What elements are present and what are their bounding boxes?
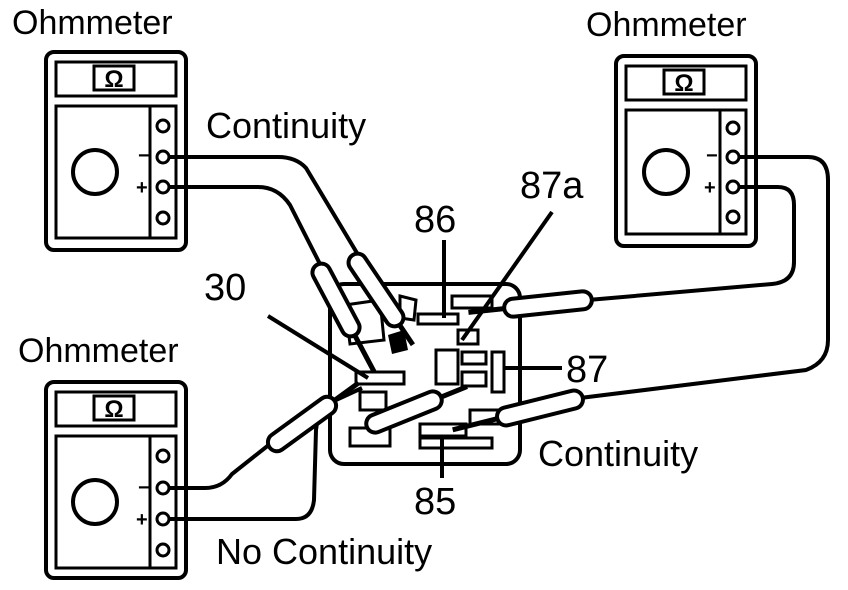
dial-icon — [71, 148, 119, 196]
plus-label: + — [136, 509, 148, 531]
lead-wire — [169, 442, 272, 490]
negative-jack-icon — [725, 149, 741, 165]
minus-label: − — [138, 145, 150, 167]
terminal-30-label: 30 — [204, 267, 246, 309]
probe-icon — [364, 389, 444, 435]
jack-icon — [725, 120, 741, 136]
jack-icon — [155, 118, 171, 134]
plus-label: + — [136, 177, 148, 199]
ohm-symbol-icon: Ω — [674, 70, 693, 97]
jack-icon — [155, 210, 171, 226]
ohmmeter-top-right: Ohmmeter Ω − + — [586, 6, 758, 248]
ohmmeter-title: Ohmmeter — [12, 4, 173, 42]
ohm-symbol-icon: Ω — [104, 66, 123, 93]
positive-jack-icon — [155, 511, 171, 527]
jack-icon — [725, 209, 741, 225]
lead-wire — [587, 185, 796, 302]
plus-label: + — [704, 177, 716, 199]
terminal-86 — [416, 312, 460, 326]
callout-lines — [266, 210, 562, 478]
jack-icon — [155, 448, 171, 464]
continuity-label-right: Continuity — [538, 433, 698, 474]
lead-wire — [169, 155, 362, 260]
leader-87a — [460, 210, 554, 342]
positive-jack-icon — [725, 179, 741, 195]
ohmmeter-top-left: Ohmmeter Ω − + — [12, 4, 188, 252]
lead-wire — [169, 185, 324, 269]
negative-jack-icon — [155, 480, 171, 496]
jack-icon — [155, 542, 171, 558]
probes — [265, 251, 594, 454]
lead-wire — [579, 155, 830, 400]
terminal-86-label: 86 — [414, 199, 456, 241]
minus-label: − — [138, 477, 150, 499]
ohm-symbol-icon: Ω — [104, 396, 123, 423]
ohmmeter-title: Ohmmeter — [586, 6, 747, 44]
ohmmeter-bottom-left: Ohmmeter Ω − + — [18, 332, 188, 580]
minus-label: − — [706, 145, 718, 167]
ohmmeter-title: Ohmmeter — [18, 332, 179, 370]
positive-jack-icon — [155, 179, 171, 195]
terminal-85-label: 85 — [414, 481, 456, 523]
continuity-label-top: Continuity — [206, 105, 366, 146]
negative-jack-icon — [155, 149, 171, 165]
terminal-87a — [450, 294, 494, 310]
terminal-30 — [354, 370, 406, 386]
no-continuity-label: No Continuity — [216, 531, 432, 572]
dial-icon — [642, 148, 690, 196]
leader-30 — [266, 314, 370, 380]
terminal-87a-label: 87a — [520, 165, 584, 207]
dial-icon — [71, 478, 119, 526]
terminal-87 — [490, 350, 506, 394]
terminal-87-label: 87 — [566, 349, 608, 391]
